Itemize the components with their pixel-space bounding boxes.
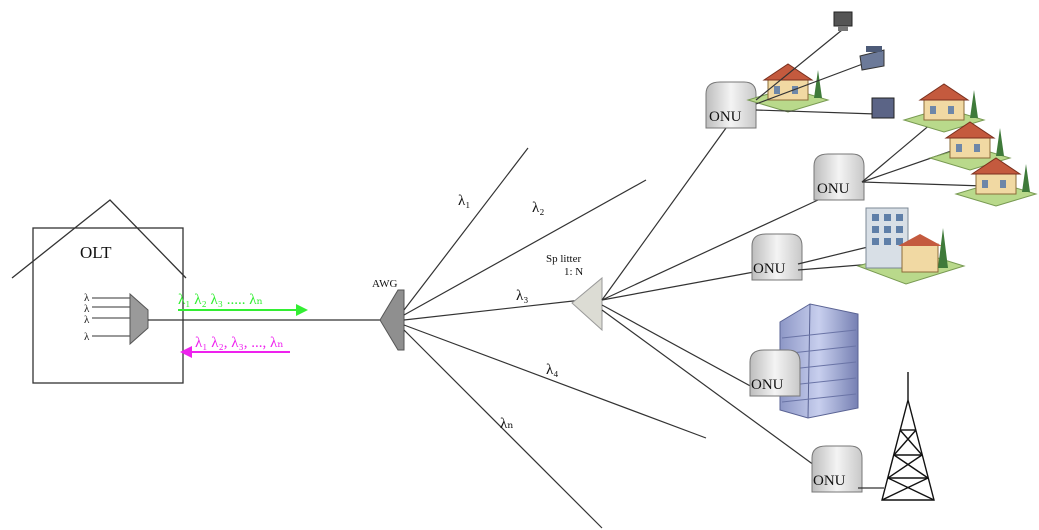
onu-2: ONU <box>813 153 865 201</box>
onu-4: ONU <box>749 349 801 397</box>
computer-icon <box>833 11 853 31</box>
olt-port-label-4: λ <box>84 331 90 343</box>
downstream-arrow: λ₁ λ₂ λ₃ ..... λₙ <box>178 292 308 316</box>
onu-3-label: ONU <box>753 261 786 277</box>
olt-port-label-1: λ <box>84 292 90 304</box>
olt-label: OLT <box>80 243 112 262</box>
fiber-label-ln: λₙ <box>500 416 514 432</box>
monitor-icon <box>871 97 895 119</box>
onu-4-label: ONU <box>751 377 784 393</box>
onu-2-label: ONU <box>817 181 850 197</box>
fiber-label-l1: λ₁ <box>458 193 471 209</box>
olt-transceiver: λ λ λ λ <box>84 292 149 346</box>
downstream-label: λ₁ λ₂ λ₃ ..... λₙ <box>178 292 263 308</box>
fiber-label-l3: λ₃ <box>516 288 529 304</box>
olt-port-label-3: λ <box>84 314 90 326</box>
awg-device: AWG <box>372 278 405 351</box>
onu-3: ONU <box>751 233 803 281</box>
splitter-label-line1: Sp litter <box>546 253 581 265</box>
splitter-label-line2: 1: N <box>564 266 583 278</box>
splitter-fibers <box>601 127 819 469</box>
onu-1-links <box>755 29 877 115</box>
radio-tower-icon <box>881 372 935 501</box>
apartment-building <box>856 207 966 285</box>
house-1 <box>747 63 829 113</box>
onu-1: ONU <box>705 81 757 129</box>
onu-1-label: ONU <box>709 109 742 125</box>
splitter: Sp litter 1: N <box>546 253 603 332</box>
olt-building: OLT λ λ λ λ <box>11 199 187 384</box>
upstream-arrow: λ₁ λ₂, λ₃, ..., λₙ <box>180 335 290 358</box>
fiber-label-l4: λ₄ <box>546 362 559 378</box>
phone-icon <box>859 46 885 71</box>
olt-port-label-2: λ <box>84 303 90 315</box>
fiber-label-l2: λ₂ <box>532 200 545 216</box>
awg-fibers <box>403 147 707 529</box>
awg-label: AWG <box>372 278 397 290</box>
onu-5-label: ONU <box>813 473 846 489</box>
upstream-label: λ₁ λ₂, λ₃, ..., λₙ <box>195 335 284 351</box>
onu-5: ONU <box>811 445 863 493</box>
